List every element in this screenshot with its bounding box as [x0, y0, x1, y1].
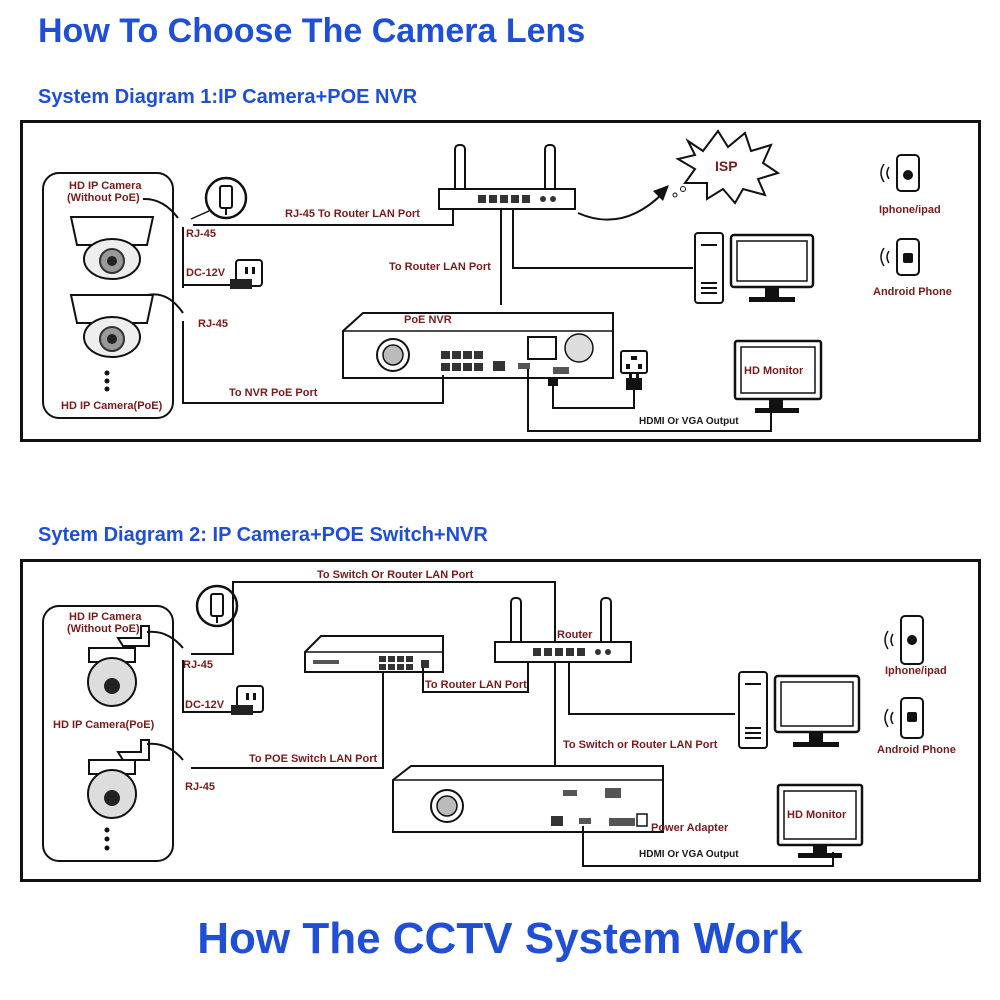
iphone-icon: [884, 615, 924, 665]
camera-top-label-2: (Without PoE): [67, 192, 140, 204]
page-title: How To Choose The Camera Lens: [38, 12, 586, 50]
android-label: Android Phone: [873, 286, 952, 298]
camera-cable: [147, 293, 184, 314]
power-plug-icon: [626, 373, 642, 390]
hd-monitor-icon: [733, 339, 823, 413]
to-router-lan-label: To Router LAN Port: [425, 679, 527, 691]
camera-top-label-1: HD IP Camera: [69, 611, 142, 623]
camera-mid-label: HD IP Camera(PoE): [53, 719, 155, 731]
footer-title: How The CCTV System Work: [197, 914, 803, 963]
iphone-label: Iphone/ipad: [885, 665, 947, 677]
isp-label: ISP: [715, 158, 738, 174]
monitor-label: HD Monitor: [787, 809, 847, 821]
nvr-icon: [392, 765, 664, 833]
router-icon: [494, 597, 632, 663]
hdmi-label: HDMI Or VGA Output: [639, 849, 739, 860]
switch-router-link: [422, 652, 529, 693]
android-phone-icon: [880, 238, 920, 276]
poe-switch-cable: [191, 672, 384, 769]
power-outlet-icon: [230, 259, 263, 289]
router-icon: [438, 144, 576, 210]
hdmi-cable: [527, 369, 772, 432]
android-phone-icon: [884, 697, 924, 739]
switch-router-cable: [191, 581, 556, 655]
dc-label: DC-12V: [185, 699, 225, 711]
more-cameras-dots-icon: [104, 827, 110, 851]
camera-group-box: [42, 605, 174, 862]
nvr-poe-cable: [182, 321, 444, 404]
hdmi-label: HDMI Or VGA Output: [639, 416, 739, 427]
iphone-label: Iphone/ipad: [879, 204, 941, 216]
camera-group-box: [42, 172, 174, 419]
camera-top-label-1: HD IP Camera: [69, 180, 142, 192]
diagram1-svg: HD IP Camera (Without PoE) HD IP Camera(…: [42, 129, 952, 432]
router-computer-cable: [512, 209, 693, 269]
dome-camera-icon: [69, 216, 155, 280]
monitor-label: HD Monitor: [744, 365, 804, 377]
desktop-computer-icon: [694, 232, 815, 304]
ptz-camera-icon: [87, 625, 150, 707]
router-lan-label: To Router LAN Port: [389, 261, 491, 273]
router-link-label: RJ-45 To Router LAN Port: [285, 208, 420, 220]
poe-switch-icon: [304, 635, 444, 673]
switch-or-router-label: To Switch or Router LAN Port: [563, 739, 718, 751]
switch-router-top-label: To Switch Or Router LAN Port: [317, 569, 474, 581]
power-adapter-label: Power Adapter: [651, 822, 729, 834]
rj45-label: RJ-45: [198, 318, 228, 330]
nvr-label: PoE NVR: [404, 314, 452, 326]
camera-top-label-2: (Without PoE): [67, 623, 140, 635]
rj45-label: RJ-45: [185, 781, 215, 793]
rj45-label: RJ-45: [186, 228, 216, 240]
hdmi-cable: [582, 826, 834, 867]
wall-socket-icon: [620, 350, 648, 374]
rj45-plug-icon: [204, 176, 248, 220]
diagram2-svg: HD IP Camera (Without PoE) HD IP Camera(…: [42, 569, 956, 867]
diagram2-title: Sytem Diagram 2: IP Camera+POE Switch+NV…: [38, 524, 488, 546]
dc-label: DC-12V: [186, 267, 226, 279]
camera-cable: [142, 197, 179, 219]
isp-arrow: [577, 192, 664, 221]
rj45-label: RJ-45: [183, 659, 213, 671]
desktop-computer-icon: [738, 671, 861, 749]
power-outlet-icon: [231, 685, 264, 715]
rj45-plug-icon: [195, 584, 239, 628]
hd-monitor-icon: [776, 783, 864, 858]
android-label: Android Phone: [877, 744, 956, 756]
ptz-camera-icon: [87, 739, 150, 819]
poe-switch-lan-label: To POE Switch LAN Port: [249, 753, 377, 765]
diagram1-title: System Diagram 1:IP Camera+POE NVR: [38, 86, 418, 108]
dome-camera-icon: [69, 294, 155, 358]
more-cameras-dots-icon: [104, 370, 110, 392]
router-label: Router: [557, 629, 593, 641]
diagram1-panel: HD IP Camera (Without PoE) HD IP Camera(…: [20, 120, 981, 442]
iphone-icon: [880, 154, 920, 192]
camera-bottom-label: HD IP Camera(PoE): [61, 400, 163, 412]
isp-cloud-icon: [672, 129, 781, 205]
nvr-poe-label: To NVR PoE Port: [229, 387, 318, 399]
poe-nvr-icon: [342, 312, 614, 379]
diagram2-panel: HD IP Camera (Without PoE) HD IP Camera(…: [20, 559, 981, 882]
